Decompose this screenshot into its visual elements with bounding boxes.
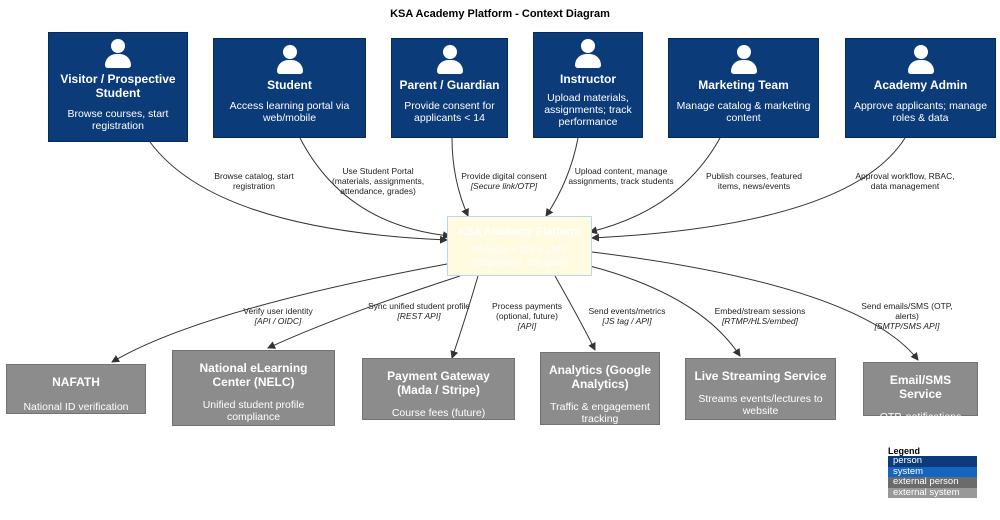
edge-label: Send emails/SMS (OTP, alerts)[SMTP/SMS A… xyxy=(861,301,953,331)
external-name: Email/SMS Service xyxy=(889,373,952,401)
person-icon xyxy=(907,45,934,75)
person-icon xyxy=(436,45,463,75)
legend-item-person: person xyxy=(888,455,977,467)
edge-visitor-to-platform xyxy=(149,141,448,244)
legend-item-external-system: external system xyxy=(888,487,977,498)
person-marketing[interactable]: Marketing Team Manage catalog & marketin… xyxy=(668,38,819,138)
person-icon xyxy=(276,45,303,75)
legend-item-external-person: external person xyxy=(888,476,977,488)
person-desc: Manage catalog & marketing content xyxy=(676,100,811,124)
edge-label: Upload content, manage assignments, trac… xyxy=(568,166,674,186)
edge-label: Provide digital consent[Secure link/OTP] xyxy=(461,171,547,191)
external-name: Live Streaming Service xyxy=(694,369,827,383)
person-name: Visitor / Prospective Student xyxy=(60,72,176,100)
external-desc: Course fees (future) xyxy=(391,407,486,419)
edge-label: Approval workflow, RBAC, data management xyxy=(855,171,955,191)
external-desc: Traffic & engagement tracking xyxy=(550,401,650,425)
edge-platform-to-analytics xyxy=(554,275,596,351)
legend: Legend person system external person ext… xyxy=(888,446,977,498)
external-nelc[interactable]: National eLearning Center (NELC) Unified… xyxy=(172,350,335,426)
person-name: Parent / Guardian xyxy=(399,78,500,92)
external-name: Analytics (Google Analytics) xyxy=(548,363,652,391)
external-live-streaming[interactable]: Live Streaming Service Streams events/le… xyxy=(685,358,836,420)
external-name: National eLearning Center (NELC) xyxy=(199,361,308,389)
edge-platform-to-nafath xyxy=(111,263,448,363)
diagram-title: KSA Academy Platform - Context Diagram xyxy=(390,8,610,20)
legend-title: Legend xyxy=(888,446,921,456)
person-icon xyxy=(575,39,601,69)
external-desc: National ID verification xyxy=(23,401,129,413)
legend-item-system: system xyxy=(888,466,977,477)
person-desc: Upload materials, assignments; track per… xyxy=(544,92,632,128)
person-student[interactable]: Student Access learning portal via web/m… xyxy=(213,38,366,138)
external-desc: OTP, notifications xyxy=(879,411,962,423)
person-name: Instructor xyxy=(559,72,616,86)
edge-platform-to-nelc xyxy=(267,275,461,349)
person-name: Marketing Team xyxy=(698,78,789,92)
external-email-sms[interactable]: Email/SMS Service OTP, notifications xyxy=(863,362,978,423)
edge-label: Publish courses, featured items, news/ev… xyxy=(706,171,802,191)
person-instructor[interactable]: Instructor Upload materials, assignments… xyxy=(533,32,643,138)
person-admin[interactable]: Academy Admin Approve applicants; manage… xyxy=(845,38,996,138)
system-name: KSA Academy Platform xyxy=(458,226,581,238)
edge-platform-to-streaming xyxy=(589,265,741,357)
external-analytics[interactable]: Analytics (Google Analytics) Traffic & e… xyxy=(540,352,660,425)
edge-label: Send events/metrics[JS tag / API] xyxy=(588,306,666,326)
edge-parent-to-platform xyxy=(451,137,469,217)
edge-label: Use Student Portal (materials, assignmen… xyxy=(331,166,425,196)
person-desc: Approve applicants; manage roles & data xyxy=(853,100,988,124)
external-nafath[interactable]: NAFATH National ID verification xyxy=(6,364,146,414)
person-desc: Access learning portal via web/mobile xyxy=(229,100,350,124)
edge-platform-to-payment xyxy=(450,275,479,359)
person-visitor[interactable]: Visitor / Prospective Student Browse cou… xyxy=(48,32,188,142)
edge-admin-to-platform xyxy=(591,137,906,242)
edge-label: Browse catalog, start registration xyxy=(214,171,294,191)
edge-instructor-to-platform xyxy=(545,137,579,217)
edge-platform-to-email xyxy=(591,251,919,361)
person-desc: Provide consent for applicants < 14 xyxy=(404,100,495,124)
system-ksa-academy-platform[interactable]: KSA Academy Platform Website + SIS + LMS… xyxy=(447,216,592,276)
external-desc: Unified student profile compliance xyxy=(202,399,305,423)
edge-label: Sync unified student profile[REST API] xyxy=(367,301,471,321)
person-icon xyxy=(730,45,757,75)
edge-label: Verify user identity[API / OIDC] xyxy=(243,306,313,326)
person-name: Academy Admin xyxy=(873,78,968,92)
person-desc: Browse courses, start registration xyxy=(67,108,169,132)
external-payment-gateway[interactable]: Payment Gateway (Mada / Stripe) Course f… xyxy=(362,358,515,420)
edge-label: Embed/stream sessions[RTMP/HLS/embed] xyxy=(714,306,806,326)
person-parent[interactable]: Parent / Guardian Provide consent for ap… xyxy=(391,38,508,138)
external-name: NAFATH xyxy=(52,375,100,389)
edge-label: Process payments (optional, future)[API] xyxy=(492,301,562,331)
person-name: Student xyxy=(267,78,312,92)
edge-student-to-platform xyxy=(299,137,451,240)
external-desc: Streams events/lectures to website xyxy=(698,393,823,417)
edge-marketing-to-platform xyxy=(589,137,721,235)
system-desc: Website + SIS + LMS (responsive, bilingu… xyxy=(470,245,569,268)
person-icon xyxy=(105,39,131,69)
external-name: Payment Gateway (Mada / Stripe) xyxy=(387,369,490,397)
